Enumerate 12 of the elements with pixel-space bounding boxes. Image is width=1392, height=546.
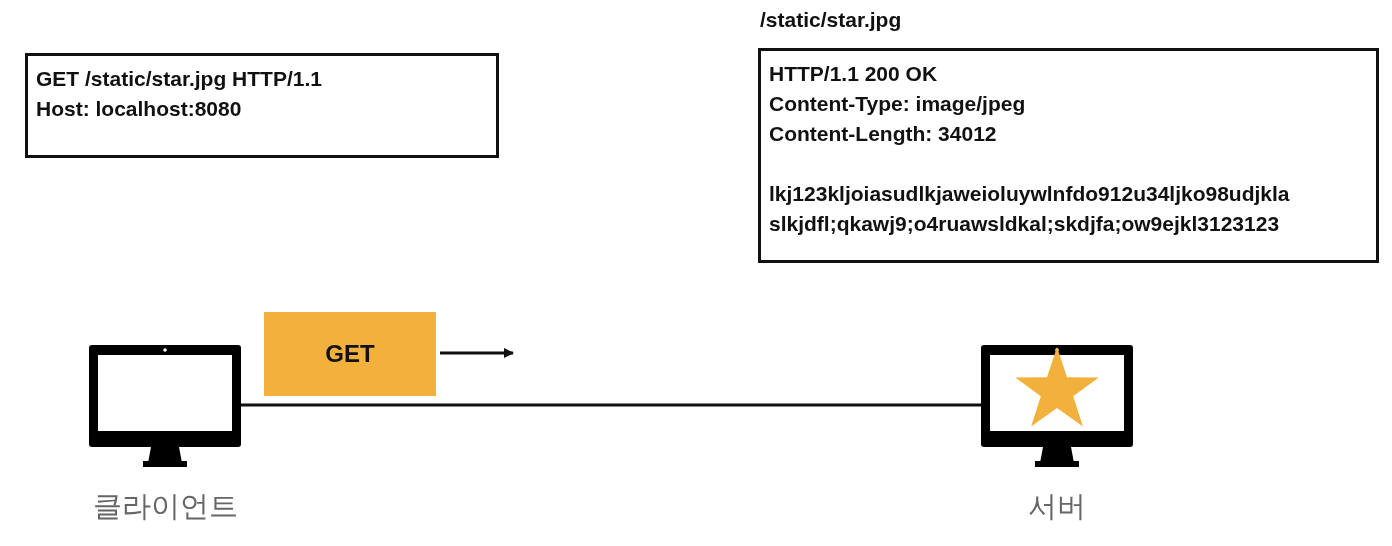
header-line: Host: localhost:8080 [36,96,243,122]
device-label: 서버 [1027,489,1087,524]
connector-line [241,403,981,407]
header-line: Content-Length: 34012 [769,121,998,147]
header-line: HTTP/1.1 200 OK [769,61,939,87]
header-line: Content-Type: image/jpeg [769,91,1027,117]
device-label: 클라이언트 [91,489,239,524]
method-box: GET [264,312,436,396]
heading: /static/star.jpg [760,8,902,32]
body-text: lkj123kljoiasudlkjaweioluywlnfdo912u34ljko98udjkla slkjdfl;qkawj9;o4ruawsldkal;skdjfa;ow9ejkl3123123 [769,181,1291,237]
arrow [440,348,514,358]
header-line: GET /static/star.jpg HTTP/1.1 [36,66,323,92]
